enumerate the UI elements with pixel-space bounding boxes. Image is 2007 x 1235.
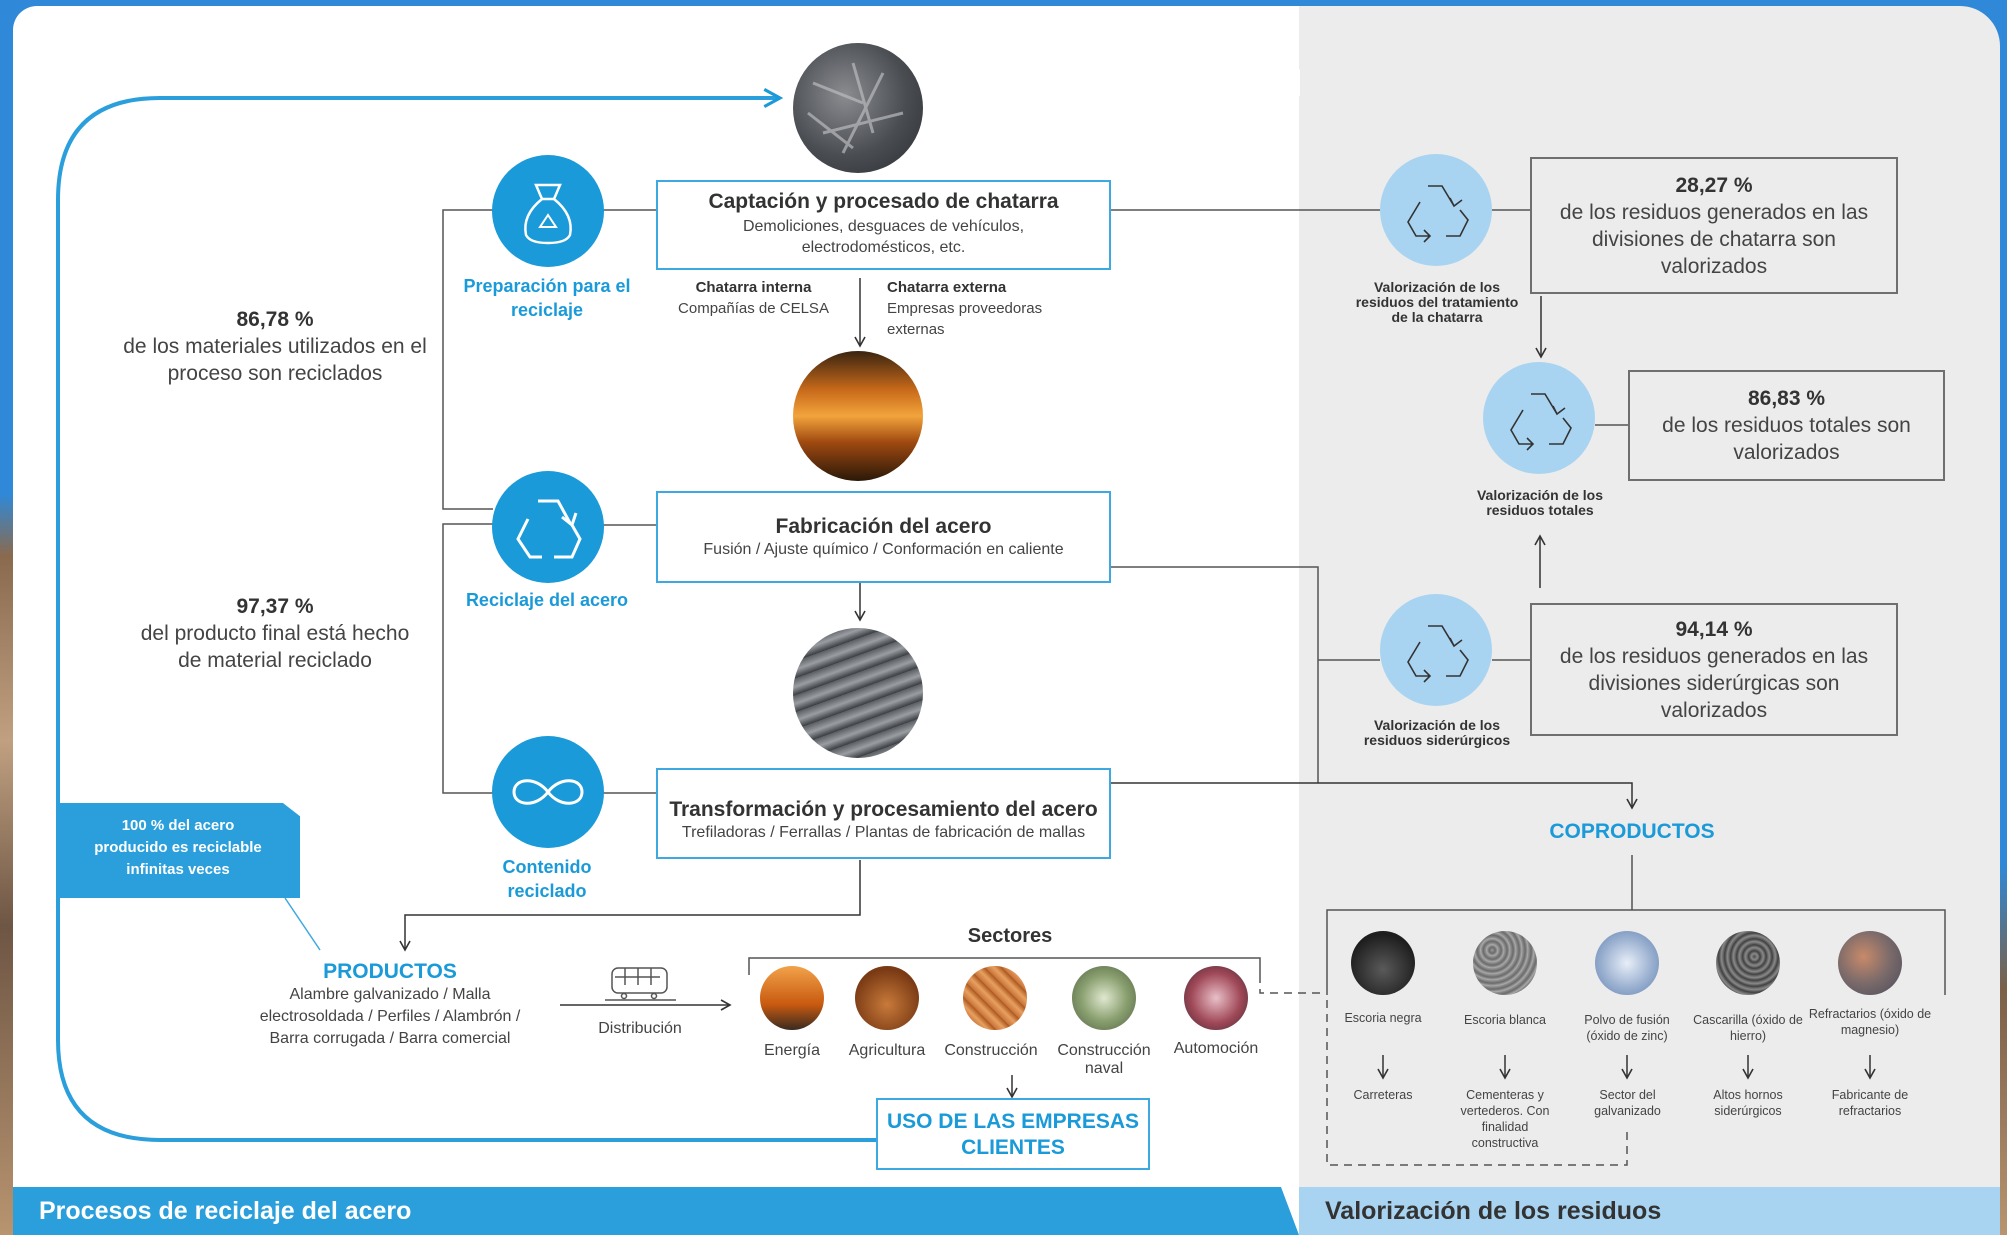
coproduct-escoria-negra-use: Carreteras: [1353, 1088, 1413, 1102]
chatarra-externa: Chatarra externa Empresas proveedoras ex…: [887, 277, 1062, 340]
recycle-bag-icon: [524, 183, 572, 245]
sector-automocion-photo: [1184, 966, 1248, 1030]
transformacion-desc: Trefiladoras / Ferrallas / Plantas de fa…: [681, 824, 1086, 841]
stat-chatarra-text: de los residuos generados en las divisio…: [1559, 200, 1869, 278]
productos-desc: Alambre galvanizado / Malla electrosolda…: [259, 986, 521, 1047]
uso-empresas-label: USO DE LAS EMPRESAS CLIENTES: [886, 1110, 1140, 1159]
stat-chatarra-value: 28,27 %: [1675, 173, 1753, 197]
chatarra-externa-title: Chatarra externa: [887, 279, 1007, 296]
stage-preparacion: [492, 155, 604, 267]
recycle-icon: [516, 499, 582, 559]
coproduct-escoria-negra-name: Escoria negra: [1344, 1011, 1422, 1025]
captacion-box: Captación y procesado de chatarra Demoli…: [656, 180, 1111, 270]
photo-edge-left: [0, 0, 13, 1235]
uso-empresas-box: USO DE LAS EMPRESAS CLIENTES: [876, 1098, 1150, 1170]
valorizacion-siderurgicos-label: Valorización de los residuos siderúrgico…: [1363, 717, 1511, 748]
transformacion-title: Transformación y procesamiento del acero: [669, 798, 1098, 821]
fabricacion-box: Fabricación del acero Fusión / Ajuste qu…: [656, 491, 1111, 583]
stat-producto-final: 97,37 % del producto final está hecho de…: [110, 593, 440, 674]
coproduct-cascarilla-photo: [1716, 931, 1780, 995]
stat-materiales: 86,78 % de los materiales utilizados en …: [110, 306, 440, 387]
infinity-icon: [512, 779, 584, 805]
sector-agricultura-label: Agricultura: [848, 1042, 926, 1059]
stage-contenido: [492, 736, 604, 848]
stat-producto-value: 97,37 %: [236, 595, 314, 618]
photo-edge-right: [2000, 0, 2007, 1235]
valorizacion-siderurgicos-circle: [1380, 594, 1492, 706]
recycle-outline-icon: [1407, 185, 1469, 243]
captacion-desc: Demoliciones, desguaces de vehículos, el…: [742, 218, 1025, 256]
fabricacion-desc: Fusión / Ajuste químico / Conformación e…: [703, 541, 1064, 558]
chatarra-interna-title: Chatarra interna: [695, 279, 812, 296]
chatarra-interna: Chatarra interna Compañías de CELSA: [676, 277, 831, 319]
sector-energia-label: Energía: [763, 1042, 821, 1059]
valorizacion-totales-label: Valorización de los residuos totales: [1476, 487, 1604, 518]
stat-materiales-value: 86,78 %: [236, 308, 314, 331]
valorizacion-chatarra-circle: [1380, 154, 1492, 266]
stage-reciclaje: [492, 471, 604, 583]
coproduct-escoria-blanca-name: Escoria blanca: [1464, 1013, 1546, 1027]
productos-title: PRODUCTOS: [323, 960, 457, 983]
fabricacion-title: Fabricación del acero: [775, 515, 992, 538]
footer-left: Procesos de reciclaje del acero: [13, 1187, 1299, 1235]
sector-energia-photo: [760, 966, 824, 1030]
productos: PRODUCTOS Alambre galvanizado / Malla el…: [250, 960, 530, 1050]
coproduct-refractarios-photo: [1838, 931, 1902, 995]
sector-naval-photo: [1072, 966, 1136, 1030]
callout-reciclable: 100 % del acero producido es reciclable …: [56, 803, 300, 898]
stat-totales-value: 86,83 %: [1747, 387, 1826, 410]
captacion-title: Captación y procesado de chatarra: [708, 190, 1059, 213]
coproductos-title: COPRODUCTOS: [1549, 820, 1715, 843]
footer-left-title: Procesos de reciclaje del acero: [39, 1197, 412, 1225]
footer-right: Valorización de los residuos: [1299, 1187, 2000, 1235]
stat-materiales-text: de los materiales utilizados en el proce…: [123, 335, 427, 385]
sector-agricultura-photo: [855, 966, 919, 1030]
coproduct-cascarilla-use: Altos hornos siderúrgicos: [1713, 1088, 1783, 1118]
recycle-outline-icon: [1407, 625, 1469, 683]
coproduct-escoria-negra-photo: [1351, 931, 1415, 995]
stage-label-reciclaje: Reciclaje del acero: [465, 590, 629, 610]
sector-automocion-label: Automoción: [1173, 1040, 1259, 1057]
chatarra-externa-desc: Empresas proveedoras externas: [887, 300, 1043, 338]
chatarra-interna-desc: Compañías de CELSA: [678, 300, 829, 317]
stat-siderurgicos-text: de los residuos generados en las divisio…: [1559, 644, 1869, 722]
rebar-photo: [793, 628, 923, 758]
footer-right-title: Valorización de los residuos: [1325, 1197, 1662, 1225]
recycle-outline-icon: [1510, 393, 1572, 451]
valorizacion-totales-circle: [1483, 362, 1595, 474]
sectores-title: Sectores: [967, 925, 1053, 947]
stat-siderurgicos-value: 94,14 %: [1675, 617, 1753, 641]
stat-siderurgicos-box: 94,14 % de los residuos generados en las…: [1530, 603, 1898, 736]
sector-construccion-photo: [963, 966, 1027, 1030]
sector-naval-label: Construcción naval: [1057, 1042, 1151, 1077]
coproduct-cascarilla-name: Cascarilla (óxido de hierro): [1693, 1013, 1803, 1043]
sector-construccion-label: Construcción: [944, 1042, 1038, 1059]
coproduct-escoria-blanca-use: Cementeras y vertederos. Con finalidad c…: [1460, 1088, 1550, 1150]
stat-chatarra-box: 28,27 % de los residuos generados en las…: [1530, 157, 1898, 294]
hot-steel-photo: [793, 351, 923, 481]
coproduct-refractarios-use: Fabricante de refractarios: [1831, 1088, 1909, 1118]
stage-label-contenido: Contenido reciclado: [502, 857, 592, 901]
valorizacion-chatarra-label: Valorización de los residuos del tratami…: [1355, 279, 1519, 325]
stat-producto-text: del producto final está hecho de materia…: [140, 622, 410, 672]
distribucion-label: Distribución: [598, 1020, 682, 1037]
coproduct-escoria-blanca-photo: [1473, 931, 1537, 995]
stage-label-preparacion: Preparación para el reciclaje: [463, 276, 631, 320]
coproduct-polvo-fusion-use: Sector del galvanizado: [1594, 1088, 1661, 1118]
coproduct-polvo-fusion-photo: [1595, 931, 1659, 995]
stat-totales-box: 86,83 % de los residuos totales son valo…: [1628, 370, 1945, 481]
coproduct-polvo-fusion-name: Polvo de fusión (óxido de zinc): [1584, 1013, 1670, 1043]
train-icon: [605, 967, 676, 1001]
panel-diagonal: [1210, 6, 1300, 96]
transformacion-box: Transformación y procesamiento del acero…: [656, 768, 1111, 859]
stat-totales-text: de los residuos totales son valorizados: [1662, 414, 1911, 464]
coproduct-refractarios-name: Refractarios (óxido de magnesio): [1808, 1007, 1932, 1037]
scrap-metal-photo: [793, 43, 923, 173]
